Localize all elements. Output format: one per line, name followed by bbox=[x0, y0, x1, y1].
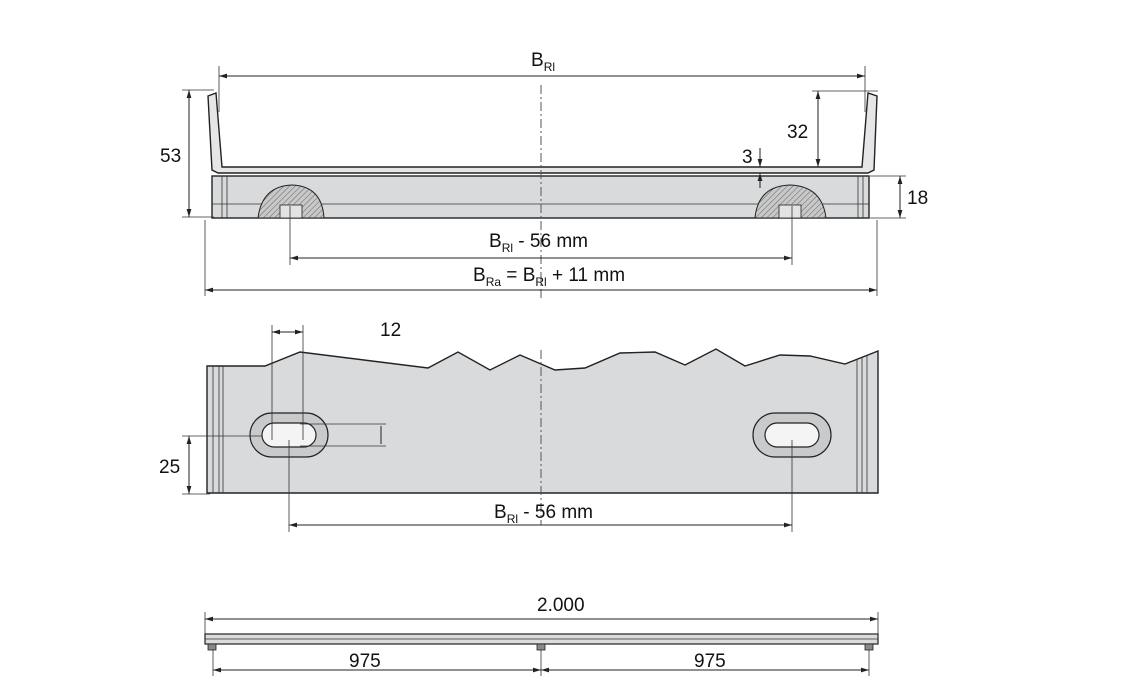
dim-left-segment: 975 bbox=[349, 651, 381, 672]
dim-height-total: 53 bbox=[160, 146, 181, 167]
dim-right-segment: 975 bbox=[694, 651, 726, 672]
dim-width-inner: BRl bbox=[531, 50, 555, 74]
dim-gap: 3 bbox=[742, 147, 753, 168]
dim-slot-height: 25 bbox=[159, 457, 180, 478]
hole-right bbox=[754, 184, 827, 219]
dim-total-length: 2.000 bbox=[537, 595, 585, 616]
channel-profile bbox=[207, 92, 878, 174]
dim-hole-spacing-top: BRl - 56 mm bbox=[489, 231, 588, 255]
dim-lip-height: 32 bbox=[787, 122, 808, 143]
slot-right bbox=[752, 412, 832, 458]
dim-band-height: 18 bbox=[907, 188, 928, 209]
dim-width-outer: BRa = BRl + 11 mm bbox=[473, 265, 625, 289]
hole-left bbox=[257, 184, 325, 219]
dim-hole-spacing-side: BRl - 56 mm bbox=[494, 502, 593, 526]
bottom-view: 2.000 975 975 bbox=[204, 595, 879, 676]
rail-side-profile bbox=[206, 348, 879, 494]
top-view: BRl 53 32 3 18 BRl - 56 mm BRa = BRl + 1… bbox=[160, 50, 928, 300]
side-view: 12 25 BRl - 56 mm bbox=[159, 320, 879, 532]
dim-slot-width: 12 bbox=[380, 320, 401, 341]
